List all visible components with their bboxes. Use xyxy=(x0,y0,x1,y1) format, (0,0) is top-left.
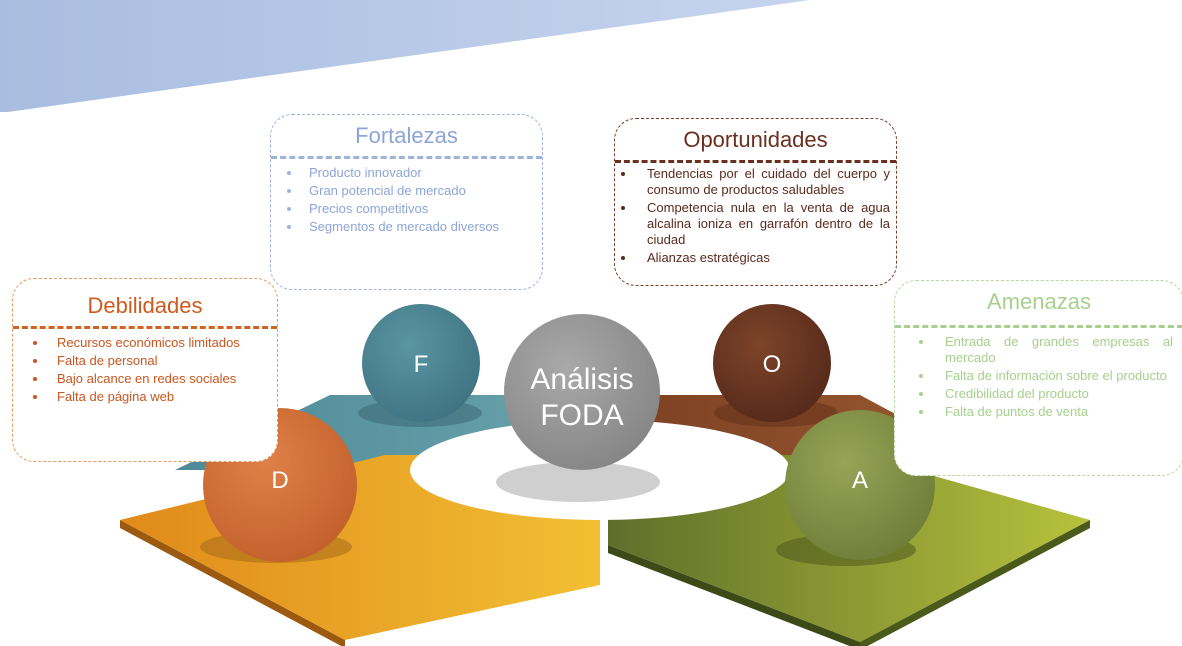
list-item: Precios competitivos xyxy=(271,201,542,217)
list-item: Alianzas estratégicas xyxy=(615,250,896,266)
box-oportunidades: Oportunidades Tendencias por el cuidado … xyxy=(614,118,897,286)
plate-a-edge xyxy=(860,520,1090,646)
title-debilidades: Debilidades xyxy=(87,293,203,318)
circle-center xyxy=(504,314,660,470)
letter-a: A xyxy=(851,467,868,494)
list-amenazas: Entrada de grandes empresas al mercado F… xyxy=(895,334,1182,420)
center-label: Análisis FODA xyxy=(530,363,634,432)
letter-d: D xyxy=(271,467,289,494)
list-debilidades: Recursos económicos limitados Falta de p… xyxy=(13,335,277,405)
list-oportunidades: Tendencias por el cuidado del cuerpo y c… xyxy=(615,166,896,266)
letter-o: O xyxy=(762,351,782,378)
list-fortalezas: Producto innovador Gran potencial de mer… xyxy=(271,165,542,235)
list-item: Recursos económicos limitados xyxy=(13,335,277,351)
divider xyxy=(271,156,542,159)
list-item: Competencia nula en la venta de agua alc… xyxy=(615,200,896,248)
header-banner xyxy=(0,0,810,112)
divider xyxy=(895,325,1182,328)
title-oportunidades: Oportunidades xyxy=(683,127,828,152)
divider xyxy=(13,326,277,329)
box-debilidades: Debilidades Recursos económicos limitado… xyxy=(12,278,278,462)
title-amenazas: Amenazas xyxy=(987,289,1091,314)
list-item: Producto innovador xyxy=(271,165,542,181)
list-item: Entrada de grandes empresas al mercado xyxy=(895,334,1182,366)
center-shadow xyxy=(496,462,660,502)
letter-f: F xyxy=(413,351,429,378)
list-item: Credibilidad del producto xyxy=(895,386,1182,402)
divider xyxy=(615,160,896,163)
list-item: Segmentos de mercado diversos xyxy=(271,219,542,235)
list-item: Falta de página web xyxy=(13,389,277,405)
list-item: Gran potencial de mercado xyxy=(271,183,542,199)
list-item: Falta de información sobre el producto xyxy=(895,368,1182,384)
list-item: Falta de puntos de venta xyxy=(895,404,1182,420)
list-item: Tendencias por el cuidado del cuerpo y c… xyxy=(615,166,896,198)
list-item: Falta de personal xyxy=(13,353,277,369)
circle-f xyxy=(362,304,480,422)
box-amenazas: Amenazas Entrada de grandes empresas al … xyxy=(894,280,1182,476)
plate-a-side xyxy=(608,545,860,646)
circle-o xyxy=(713,304,831,422)
title-fortalezas: Fortalezas xyxy=(355,123,458,148)
plate-d-side xyxy=(120,520,345,646)
list-item: Bajo alcance en redes sociales xyxy=(13,371,277,387)
box-fortalezas: Fortalezas Producto innovador Gran poten… xyxy=(270,114,543,290)
